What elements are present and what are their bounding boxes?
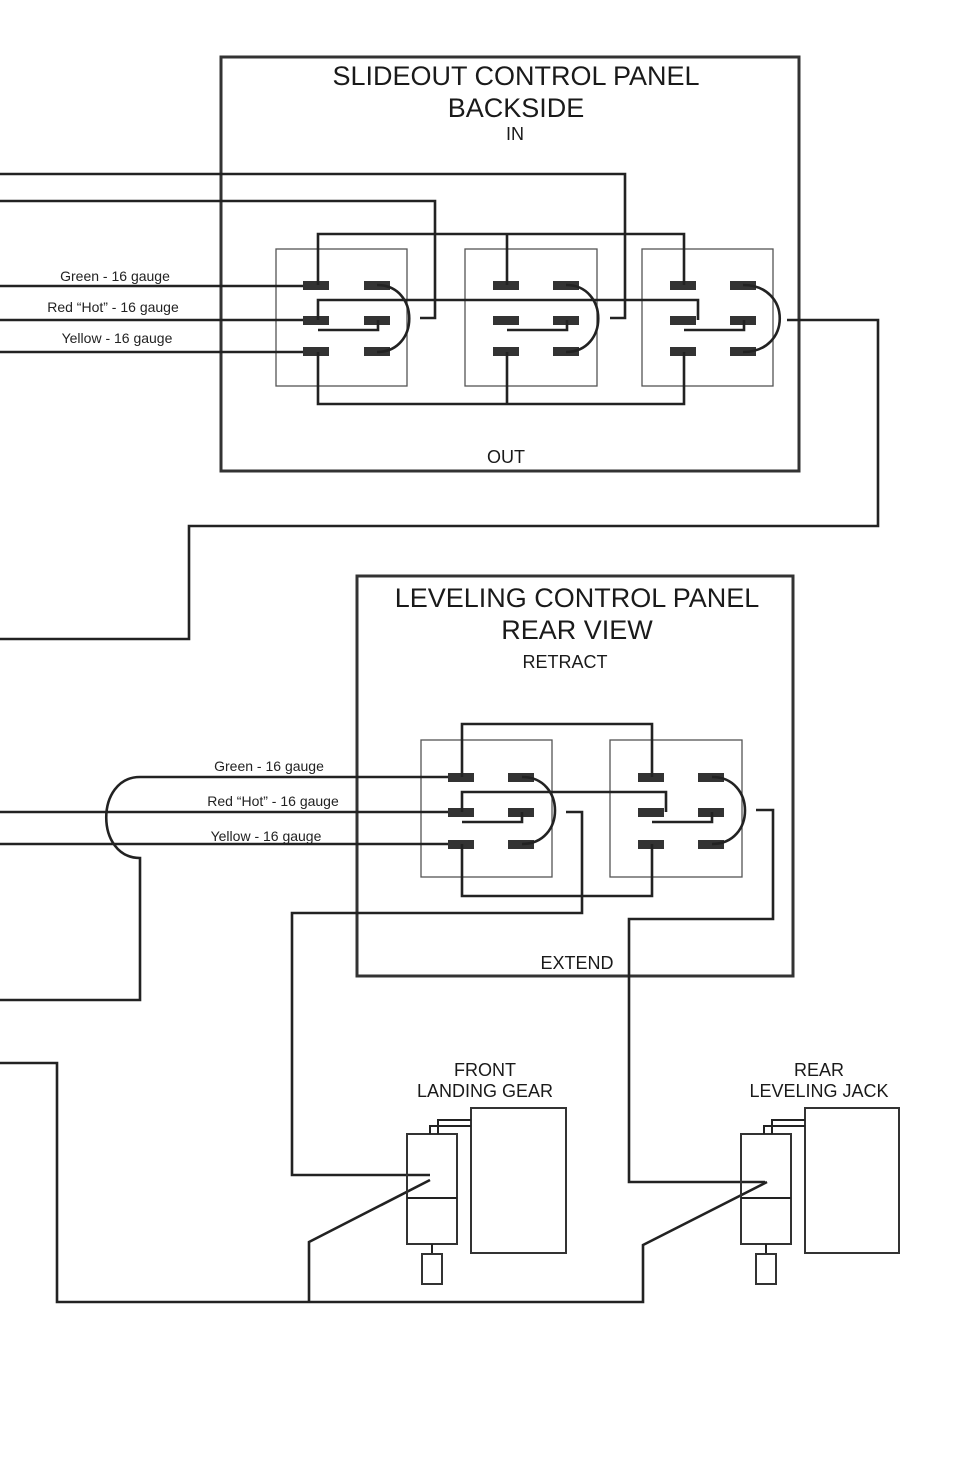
leveling-retract-label: RETRACT — [523, 652, 608, 672]
front-gear-label-line2: LANDING GEAR — [417, 1081, 553, 1101]
slideout-panel-title-line1: SLIDEOUT CONTROL PANEL — [332, 61, 699, 91]
leveling-panel-title-line1: LEVELING CONTROL PANEL — [395, 583, 760, 613]
slideout-wiring — [0, 172, 781, 406]
rear-jack-plug — [755, 1253, 777, 1285]
rear-leveling-jack: REAR LEVELING JACK — [740, 1060, 900, 1285]
rear-jack-label-line2: LEVELING JACK — [749, 1081, 888, 1101]
slideout-switch-3 — [641, 248, 774, 387]
slideout-panel-title-line2: BACKSIDE — [448, 93, 585, 123]
leveling-panel-title-line2: REAR VIEW — [501, 615, 653, 645]
slideout-wire-label-red: Red “Hot” - 16 gauge — [47, 299, 179, 315]
front-gear-label-line1: FRONT — [454, 1060, 516, 1080]
slideout-wire-label-yellow: Yellow - 16 gauge — [62, 330, 173, 346]
rear-jack-motor — [740, 1133, 792, 1245]
slideout-control-panel: SLIDEOUT CONTROL PANEL BACKSIDE IN OUT — [0, 55, 801, 473]
slideout-in-label: IN — [506, 124, 524, 144]
slideout-out-label: OUT — [487, 447, 525, 467]
slideout-wire-label-green: Green - 16 gauge — [60, 268, 170, 284]
leveling-terminals — [448, 773, 724, 849]
ground-return-wire — [0, 1061, 768, 1304]
slideout-wire-leads: Green - 16 gauge Red “Hot” - 16 gauge Ye… — [0, 268, 303, 354]
rear-jack-housing — [804, 1107, 900, 1254]
leveling-wire-label-yellow: Yellow - 16 gauge — [211, 828, 322, 844]
leveling-wiring — [460, 722, 747, 898]
leveling-switch-1 — [420, 739, 553, 878]
slideout-terminals — [303, 281, 756, 356]
leveling-to-rear-jack-wire — [627, 808, 775, 1184]
leveling-to-front-gear-wire — [290, 810, 584, 1177]
front-gear-housing — [470, 1107, 567, 1254]
leveling-control-panel: LEVELING CONTROL PANEL REAR VIEW RETRACT… — [0, 574, 795, 1002]
slideout-panel-border — [219, 55, 801, 473]
front-landing-gear: FRONT LANDING GEAR — [406, 1060, 567, 1285]
rear-jack-label-line1: REAR — [794, 1060, 844, 1080]
slideout-to-left-wire — [0, 318, 880, 641]
front-gear-plug — [421, 1253, 443, 1285]
leveling-switch-2 — [609, 739, 743, 878]
leveling-wire-label-red: Red “Hot” - 16 gauge — [207, 793, 339, 809]
leveling-wire-label-green: Green - 16 gauge — [214, 758, 324, 774]
front-gear-ground-wire — [307, 1178, 431, 1302]
slideout-switch-1 — [275, 248, 408, 387]
leveling-wire-leads: Green - 16 gauge Red “Hot” - 16 gauge Ye… — [0, 758, 448, 1002]
leveling-extend-label: EXTEND — [540, 953, 613, 973]
